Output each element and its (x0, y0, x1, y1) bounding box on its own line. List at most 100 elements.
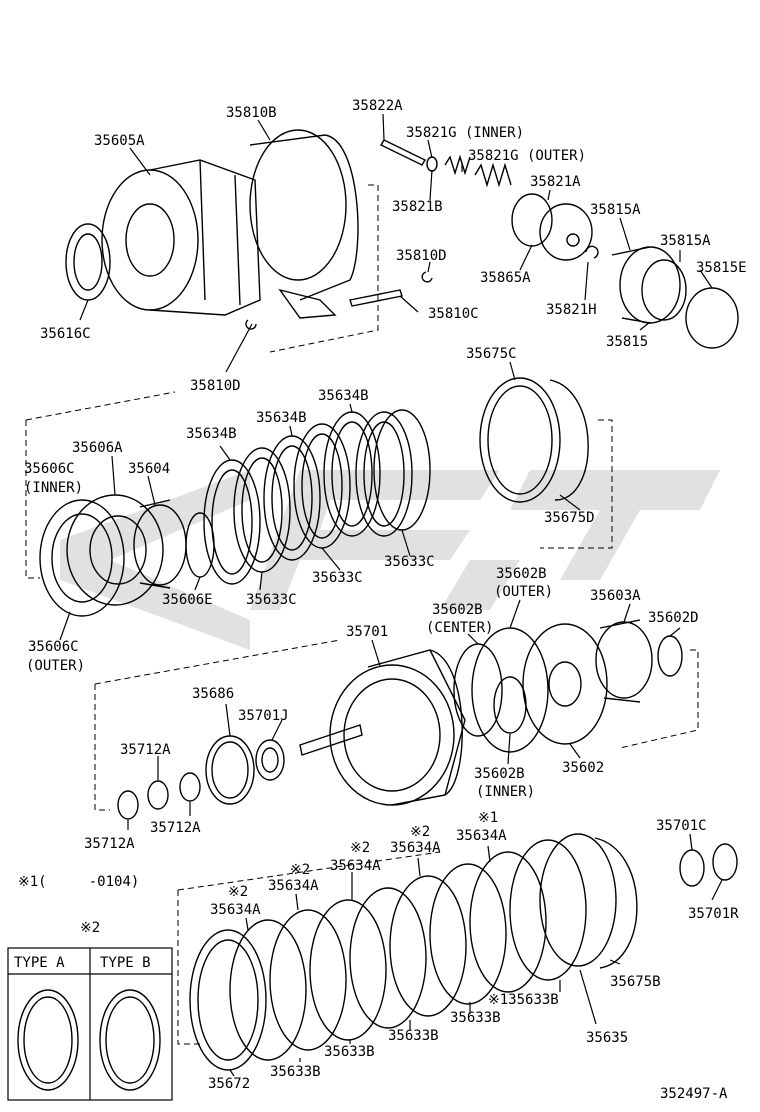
drum-35701 (329, 649, 466, 806)
label-35606C-inner: 35606C (24, 461, 75, 477)
band-35810B (249, 129, 359, 319)
label-35712A-1: 35712A (120, 742, 171, 758)
label-note-mark2d: ※2 (228, 884, 248, 900)
label-note-mark2b: ※2 (350, 840, 370, 856)
pin-35810C (349, 289, 403, 307)
label-35633C-3: 35633C (246, 592, 297, 608)
label-35605A: 35605A (94, 133, 145, 149)
label-35634B-2: 35634B (256, 410, 307, 426)
label-35821G-outer: 35821G (OUTER) (468, 148, 586, 164)
label-35616C: 35616C (40, 326, 91, 342)
label-35604: 35604 (128, 461, 170, 477)
part-labels: 35822A 35810B 35605A 35821G (INNER) 3582… (14, 98, 747, 1102)
label-35701: 35701 (346, 624, 388, 640)
ring-35602D (657, 635, 683, 677)
label-inner-paren-2: (INNER) (476, 784, 535, 800)
ring-35686 (205, 735, 255, 805)
label-35633B-3: 35633B (324, 1044, 375, 1060)
disc-35602B-inner (493, 676, 527, 734)
label-35815A-2: 35815A (660, 233, 711, 249)
label-35672: 35672 (208, 1076, 250, 1092)
label-35675C: 35675C (466, 346, 517, 362)
label-35821H: 35821H (546, 302, 597, 318)
label-35821A: 35821A (530, 174, 581, 190)
piston-35606A (39, 494, 164, 617)
label-35815: 35815 (606, 334, 648, 350)
label-35634A-2: 35634A (390, 840, 441, 856)
label-outer-paren-1: (OUTER) (494, 584, 553, 600)
label-35810C: 35810C (428, 306, 479, 322)
rod-35822A (380, 139, 426, 166)
label-35606E: 35606E (162, 592, 213, 608)
label-35603A: 35603A (590, 588, 641, 604)
snap-ring-35815E (685, 287, 739, 349)
label-35810B: 35810B (226, 105, 277, 121)
label-outer-paren-2: (OUTER) (26, 658, 85, 674)
label-35815A-1: 35815A (590, 202, 641, 218)
label-35602B-outer: 35602B (496, 566, 547, 582)
snap-ring-35606E (185, 512, 215, 578)
bearing-35701C-R (679, 843, 738, 887)
label-35633B-4: 35633B (270, 1064, 321, 1080)
clip-35810D-b (245, 319, 257, 330)
label-inner-paren: (INNER) (24, 480, 83, 496)
label-35675D: 35675D (544, 510, 595, 526)
cover-35815 (611, 246, 687, 324)
washers-35712A (117, 772, 201, 820)
label-35822A: 35822A (352, 98, 403, 114)
label-35712A-3: 35712A (84, 836, 135, 852)
label-35686: 35686 (192, 686, 234, 702)
label-note-mark1: ※1 (478, 810, 498, 826)
label-35635: 35635 (586, 1030, 628, 1046)
clutch-pack-bottom (189, 833, 638, 1071)
label-35712A-2: 35712A (150, 820, 201, 836)
label-35634A-5: 35634A (210, 902, 261, 918)
label-35633C-1: 35633C (384, 554, 435, 570)
piston-35602 (522, 623, 608, 745)
label-35602: 35602 (562, 760, 604, 776)
label-35821G-inner: 35821G (INNER) (406, 125, 524, 141)
leader-lines (59, 113, 723, 1077)
label-35634B-1: 35634B (318, 388, 369, 404)
label-footnote: ※1( -0104) (18, 874, 139, 890)
label-type-a: TYPE A (14, 955, 65, 971)
clip-35810D-a (421, 271, 433, 283)
label-diagram-id: 352497-A (660, 1086, 728, 1102)
drum-35605A (101, 159, 261, 316)
type-box (7, 947, 173, 1101)
label-center-paren: (CENTER) (426, 620, 493, 636)
label-35633C-2: 35633C (312, 570, 363, 586)
label-35865A: 35865A (480, 270, 531, 286)
label-35602B-inner: 35602B (474, 766, 525, 782)
label-35701R: 35701R (688, 906, 739, 922)
clip-35821H (585, 245, 599, 259)
label-35633B-star: ※135633B (488, 992, 559, 1008)
snap-ring-35675D (549, 379, 589, 501)
plate-35675C (479, 377, 561, 503)
label-note-mark2e: ※2 (80, 920, 100, 936)
label-35675B: 35675B (610, 974, 661, 990)
label-35634A-4: 35634A (268, 878, 319, 894)
label-35634A-1: 35634A (456, 828, 507, 844)
label-35606A: 35606A (72, 440, 123, 456)
bearing-35701J (255, 739, 285, 781)
label-35606C-outer: 35606C (28, 639, 79, 655)
label-35633B-1: 35633B (450, 1010, 501, 1026)
label-35810D-1: 35810D (396, 248, 447, 264)
label-note-mark2a: ※2 (410, 824, 430, 840)
label-35810D-2: 35810D (190, 378, 241, 394)
label-35602D: 35602D (648, 610, 699, 626)
label-35602B-center: 35602B (432, 602, 483, 618)
label-type-b: TYPE B (100, 955, 151, 971)
label-35634A-3: 35634A (330, 858, 381, 874)
label-35634B-3: 35634B (186, 426, 237, 442)
washer-35616C (65, 223, 111, 301)
piston-35821A (511, 193, 593, 261)
label-35701J: 35701J (238, 708, 289, 724)
shaft-35701 (299, 724, 363, 756)
label-35821B: 35821B (392, 199, 443, 215)
label-35701C: 35701C (656, 818, 707, 834)
label-35633B-2: 35633B (388, 1028, 439, 1044)
label-35815E: 35815E (696, 260, 747, 276)
